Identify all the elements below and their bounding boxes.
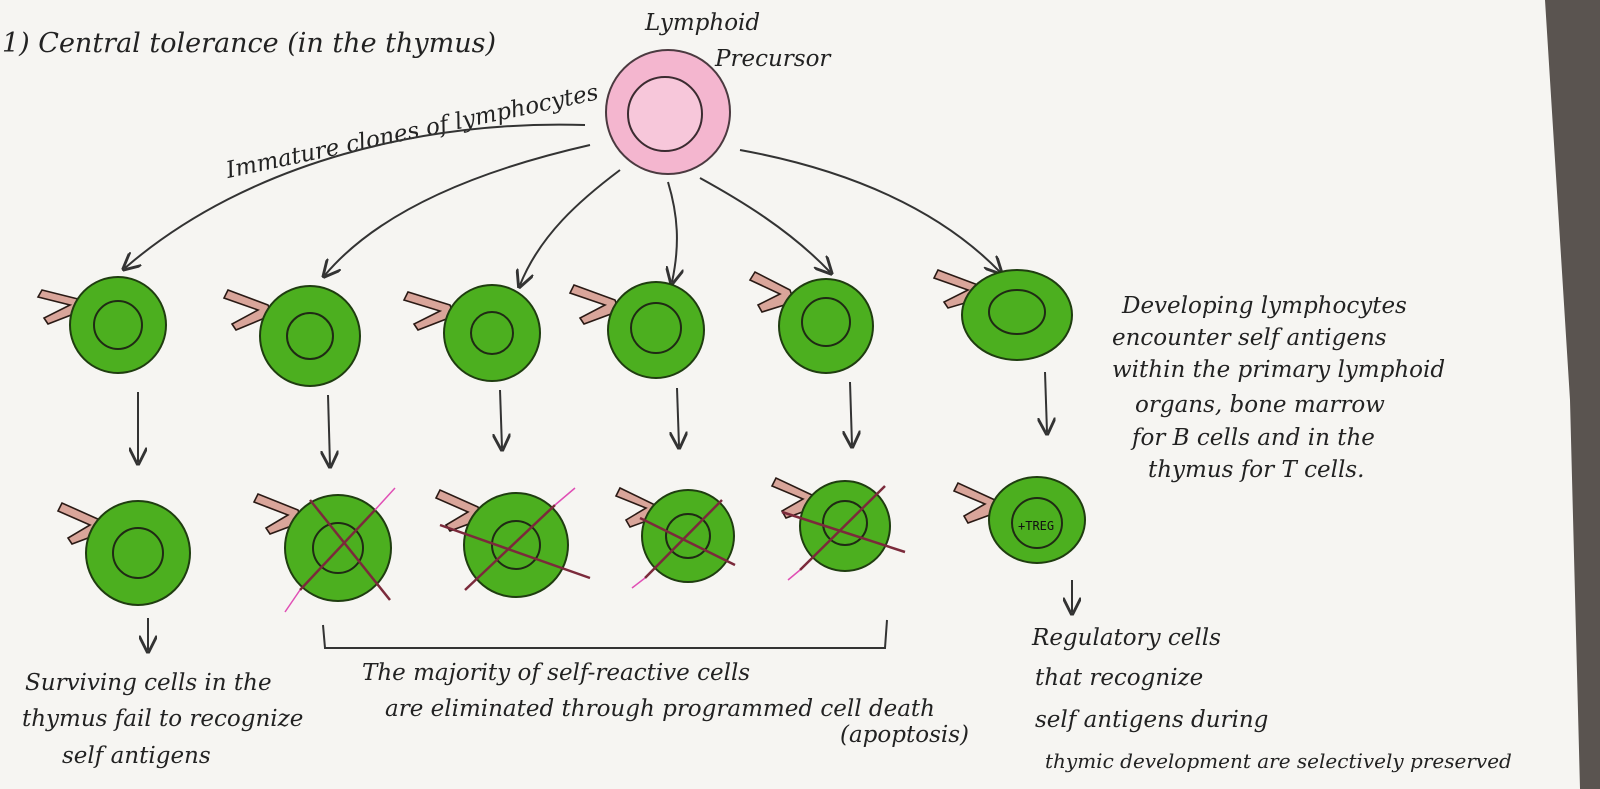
cell-body (463, 492, 569, 598)
eliminated-note-line: are eliminated through programmed cell d… (385, 696, 935, 722)
branch-arrow-1 (125, 123, 586, 268)
cell-body (259, 285, 361, 387)
cell-nucleus (801, 297, 851, 347)
eliminated-cell-4 (770, 476, 906, 581)
developing-cell-3 (402, 284, 541, 382)
apoptosis-cross-line (639, 516, 736, 567)
regulatory-note: Regulatory cells that recognize self ant… (1031, 625, 1512, 773)
branch-arrow-2 (325, 144, 591, 275)
eliminated-note: The majority of self-reactive cells are … (362, 660, 969, 748)
apoptosis-cross-line (781, 510, 906, 554)
apoptosis-cross-line (284, 589, 301, 613)
table-edge (1545, 0, 1600, 789)
selection-arrow-5 (850, 381, 852, 445)
developing-note-line: organs, bone marrow (1135, 392, 1385, 418)
eliminated-cell-2 (434, 487, 591, 598)
apoptosis-cross-line (374, 487, 396, 511)
developing-note-line: within the primary lymphoid (1112, 357, 1445, 383)
selection-arrow-6 (1045, 371, 1047, 432)
cell-nucleus (470, 311, 514, 355)
cell-body (988, 476, 1086, 564)
eliminated-bracket (322, 619, 888, 649)
eliminated-note-line: The majority of self-reactive cells (362, 660, 750, 686)
developing-note-line: Developing lymphocytes (1121, 293, 1407, 319)
developing-cell-1 (36, 276, 167, 374)
regulatory-note-line: thymic development are selectively prese… (1045, 749, 1512, 773)
surviving-note-line: thymus fail to recognize (22, 706, 303, 732)
surviving-note: Surviving cells in the thymus fail to re… (22, 670, 303, 769)
branch-arrow-5 (699, 177, 830, 272)
developing-note-line: encounter self antigens (1112, 325, 1387, 351)
branch-arrow-4 (668, 181, 677, 282)
precursor-label-line1: Lymphoid (644, 10, 760, 36)
diagram-title: 1) Central tolerance (in the thymus) (2, 28, 496, 59)
cell-nucleus (665, 513, 711, 559)
cell-nucleus (822, 500, 868, 546)
outcome-cells-row: +TREG (56, 476, 1086, 613)
branch-label: Immature clones of lymphocytes (223, 79, 601, 184)
cell-body (443, 284, 541, 382)
developing-cells-row (36, 268, 1073, 387)
apoptosis-cross-line (631, 577, 646, 589)
cell-body (69, 276, 167, 374)
precursor-cell-nucleus (627, 76, 703, 152)
branch-arrows (125, 123, 1000, 285)
apoptosis-cross-line (464, 504, 556, 591)
cell-body (607, 281, 705, 379)
developing-cell-5 (748, 270, 874, 374)
apoptosis-cross-line (299, 509, 376, 591)
apoptosis-cross-line (309, 499, 391, 601)
regulatory-note-line: that recognize (1035, 665, 1203, 691)
apoptosis-cross-line (554, 487, 576, 506)
developing-cell-2 (222, 285, 361, 387)
apoptosis-cross-line (787, 569, 801, 581)
selection-arrow-2 (328, 394, 330, 465)
branch-arrow-3 (520, 169, 621, 285)
regulatory-cell: +TREG (952, 476, 1086, 564)
eliminated-cell-1 (252, 487, 396, 613)
selection-arrow-3 (500, 389, 502, 448)
cell-nucleus (93, 300, 143, 350)
cell-nucleus (1011, 497, 1063, 549)
regulatory-note-line: Regulatory cells (1031, 625, 1221, 651)
cell-nucleus (630, 302, 682, 354)
eliminated-note-line: (apoptosis) (840, 722, 969, 748)
cell-body (778, 278, 874, 374)
cell-nucleus (312, 522, 364, 574)
lymphoid-precursor-cell (605, 49, 731, 175)
apoptosis-cross-line (439, 523, 591, 580)
cell-nucleus (112, 527, 164, 579)
surviving-cell (56, 500, 191, 606)
developing-cell-6 (932, 268, 1073, 361)
developing-note-line: for B cells and in the (1130, 425, 1375, 451)
developing-cell-4 (568, 281, 705, 379)
cell-nucleus (286, 312, 334, 360)
developing-note-line: thymus for T cells. (1148, 457, 1364, 483)
apoptosis-cross-line (799, 485, 886, 571)
surviving-note-line: Surviving cells in the (25, 670, 272, 696)
cell-nucleus (988, 289, 1046, 335)
precursor-label-line2: Precursor (714, 46, 832, 72)
selection-arrows (138, 371, 1047, 465)
regulatory-note-line: self antigens during (1035, 707, 1268, 733)
surviving-note-line: self antigens (62, 743, 211, 769)
cell-nucleus (491, 520, 541, 570)
treg-label: +TREG (1018, 519, 1054, 533)
cell-body (961, 269, 1073, 361)
branch-arrow-6 (739, 149, 1000, 272)
developing-note: Developing lymphocytes encounter self an… (1112, 293, 1445, 483)
eliminated-cell-3 (614, 486, 736, 589)
selection-arrow-4 (677, 387, 679, 446)
cell-body (85, 500, 191, 606)
